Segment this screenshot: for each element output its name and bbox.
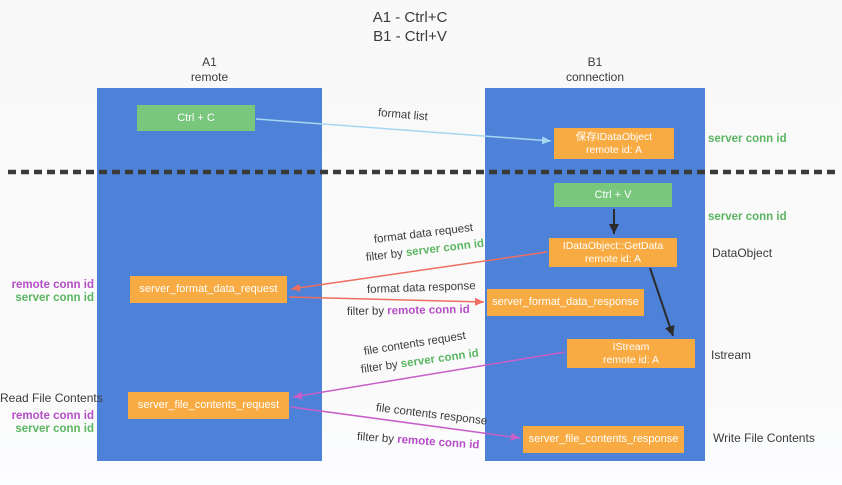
- server-conn-id-highlight: server conn id: [405, 237, 485, 260]
- filter-by-prefix: filter by: [346, 305, 388, 318]
- server-conn-id-note-mid: server conn id: [708, 211, 787, 223]
- page-title: A1 - Ctrl+C B1 - Ctrl+V: [280, 8, 540, 46]
- server-conn-id-note-2: server conn id: [15, 423, 94, 435]
- remote-conn-id-highlight: remote conn id: [396, 433, 480, 452]
- remote-conn-id-note-1: remote conn id: [11, 279, 94, 291]
- lane-b1-role: connection: [565, 70, 625, 84]
- server-file-contents-response-box: server_file_contents_response: [523, 426, 684, 453]
- istream-line2: remote id: A: [602, 353, 660, 366]
- remote-conn-id-highlight: remote conn id: [387, 303, 470, 318]
- write-file-contents-note: Write File Contents: [713, 431, 815, 445]
- getdata-line2: remote id: A: [584, 252, 642, 265]
- title-line-2: B1 - Ctrl+V: [373, 28, 447, 45]
- conn-id-pair-bottom: remote conn id server conn id: [0, 410, 94, 436]
- format-data-response-filter-label: filter by remote conn id: [347, 304, 470, 318]
- filter-by-prefix: filter by: [356, 431, 398, 446]
- server-conn-id-highlight: server conn id: [400, 347, 480, 371]
- save-idataobject-line2: remote id: A: [585, 143, 643, 156]
- server-format-data-response-label: server_format_data_response: [492, 296, 639, 308]
- server-conn-id-note-1: server conn id: [15, 292, 94, 304]
- filter-by-prefix: filter by: [365, 247, 407, 264]
- title-line-1: A1 - Ctrl+C: [372, 9, 448, 26]
- server-file-contents-request-label: server_file_contents_request: [137, 399, 280, 411]
- server-format-data-response-box: server_format_data_response: [487, 289, 644, 316]
- server-conn-id-note-top: server conn id: [708, 133, 787, 145]
- lane-a1-id: A1: [202, 55, 217, 69]
- dataobject-note: DataObject: [712, 246, 773, 260]
- ctrl-v-label: Ctrl + V: [594, 188, 632, 201]
- format-list-label: format list: [377, 107, 429, 124]
- lane-a1-role: remote: [190, 70, 229, 84]
- istream-line1: IStream: [612, 340, 650, 353]
- ctrl-c-label: Ctrl + C: [177, 111, 215, 124]
- lane-header-a1: A1 remote: [97, 55, 322, 85]
- server-format-data-request-label: server_format_data_request: [139, 283, 278, 295]
- istream-box: IStream remote id: A: [567, 339, 695, 368]
- remote-conn-id-note-2: remote conn id: [11, 410, 94, 422]
- conn-id-pair-top: remote conn id server conn id: [0, 279, 94, 305]
- save-idataobject-box: 保存IDataObject remote id: A: [554, 128, 674, 159]
- server-file-contents-response-label: server_file_contents_response: [528, 433, 679, 445]
- lane-b1-id: B1: [587, 55, 603, 69]
- save-idataobject-line1: 保存IDataObject: [575, 130, 653, 143]
- idataobject-getdata-box: IDataObject::GetData remote id: A: [549, 238, 677, 267]
- ctrl-v-box: Ctrl + V: [554, 183, 672, 207]
- lane-header-b1: B1 connection: [485, 55, 705, 85]
- file-contents-response-label: file contents response: [375, 402, 488, 428]
- server-format-data-request-box: server_format_data_request: [130, 276, 287, 303]
- server-file-contents-request-box: server_file_contents_request: [128, 392, 289, 419]
- filter-by-prefix: filter by: [360, 358, 402, 376]
- istream-note: Istream: [711, 348, 752, 362]
- format-data-response-label: format data response: [366, 280, 476, 296]
- file-contents-response-filter-label: filter by remote conn id: [357, 431, 480, 452]
- read-file-contents-note: Read File Contents: [0, 391, 103, 405]
- getdata-line1: IDataObject::GetData: [562, 239, 664, 252]
- ctrl-c-box: Ctrl + C: [137, 105, 255, 131]
